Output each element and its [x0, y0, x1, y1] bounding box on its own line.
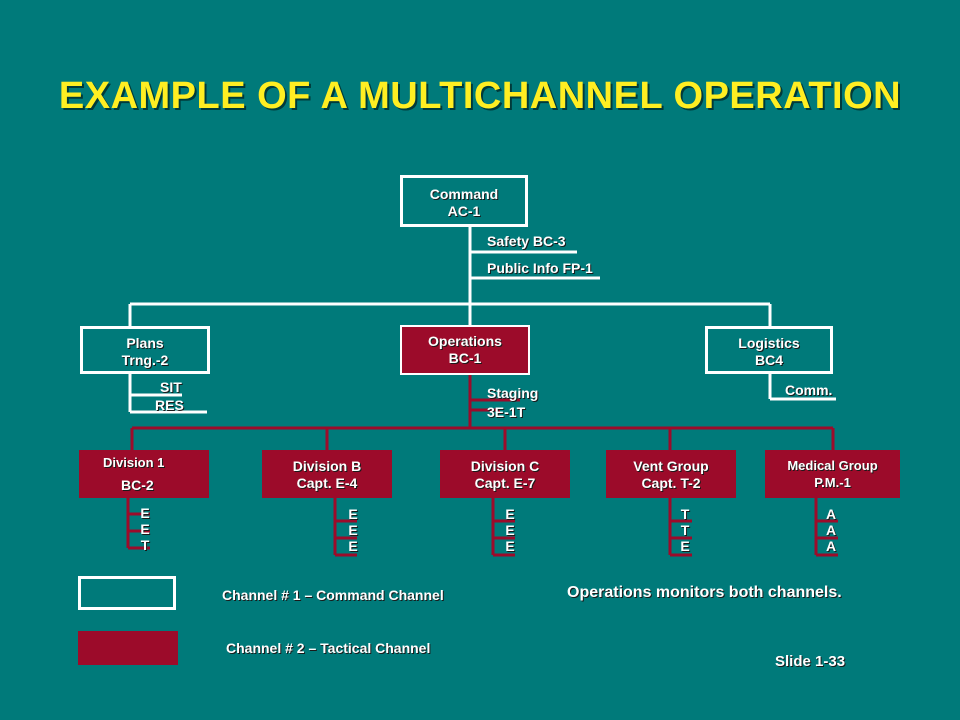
tactical-channel-lines [126, 374, 838, 557]
operations-code: BC-1 [448, 350, 482, 366]
division-c-code: Capt. E-7 [474, 475, 536, 491]
command-code: AC-1 [447, 203, 481, 219]
division-1-box: Division 1 BC-2 [79, 450, 209, 498]
division-1-title: Division 1 [103, 455, 165, 470]
safety-officer-label: Safety BC-3 [487, 233, 566, 249]
operations-note: Operations monitors both channels. [567, 584, 842, 601]
division-1-units: E E T [137, 505, 153, 553]
unit-letter: E [505, 506, 515, 522]
unit-letter: A [825, 538, 837, 554]
vent-group-units: T T E [677, 506, 693, 554]
medical-group-units: A A A [823, 506, 839, 554]
public-info-label: Public Info FP-1 [487, 260, 593, 276]
unit-letter: E [348, 538, 358, 554]
unit-letter: E [680, 538, 690, 554]
logistics-title: Logistics [738, 335, 800, 351]
medical-group-code: P.M.-1 [814, 475, 851, 490]
command-channel-lines [128, 225, 836, 414]
plans-box: Plans Trng.-2 [80, 326, 210, 374]
division-b-code: Capt. E-4 [296, 475, 358, 491]
division-c-box: Division C Capt. E-7 [440, 450, 570, 498]
plans-title: Plans [126, 335, 164, 351]
operations-box: Operations BC-1 [400, 325, 530, 375]
unit-letter: E [140, 521, 150, 537]
division-b-units: E E E [345, 506, 361, 554]
medical-group-box: Medical Group P.M.-1 [765, 450, 900, 498]
unit-letter: A [825, 506, 837, 522]
division-b-title: Division B [292, 458, 362, 474]
vent-group-title: Vent Group [633, 458, 709, 474]
unit-letter: E [348, 506, 358, 522]
unit-letter: T [680, 506, 690, 522]
command-box: Command AC-1 [400, 175, 528, 227]
legend-command-swatch [78, 576, 176, 610]
unit-letter: E [140, 505, 150, 521]
unit-letter: T [140, 537, 150, 553]
division-b-box: Division B Capt. E-4 [262, 450, 392, 498]
vent-group-box: Vent Group Capt. T-2 [606, 450, 736, 498]
logistics-unit-comm: Comm. [785, 382, 833, 398]
division-1-code: BC-2 [121, 477, 154, 493]
medical-group-title: Medical Group [787, 458, 878, 473]
staging-code: 3E-1T [487, 404, 526, 420]
unit-letter: A [825, 522, 837, 538]
legend-tactical-label: Channel # 2 – Tactical Channel [226, 640, 431, 656]
command-title: Command [429, 186, 499, 202]
plans-unit-sit: SIT [160, 379, 182, 395]
unit-letter: E [505, 538, 515, 554]
operations-title: Operations [428, 333, 502, 349]
division-c-title: Division C [470, 458, 540, 474]
logistics-code: BC4 [754, 352, 783, 368]
legend-tactical-swatch [78, 631, 178, 665]
division-c-units: E E E [502, 506, 518, 554]
vent-group-code: Capt. T-2 [641, 475, 701, 491]
plans-unit-res: RES [155, 397, 184, 413]
legend-command-label: Channel # 1 – Command Channel [222, 587, 444, 603]
page-title: EXAMPLE OF A MULTICHANNEL OPERATION [58, 75, 902, 117]
unit-letter: T [680, 522, 690, 538]
plans-code: Trng.-2 [121, 352, 169, 368]
staging-label: Staging [487, 385, 539, 401]
logistics-box: Logistics BC4 [705, 326, 833, 374]
unit-letter: E [348, 522, 358, 538]
slide-number: Slide 1-33 [775, 653, 846, 670]
unit-letter: E [505, 522, 515, 538]
